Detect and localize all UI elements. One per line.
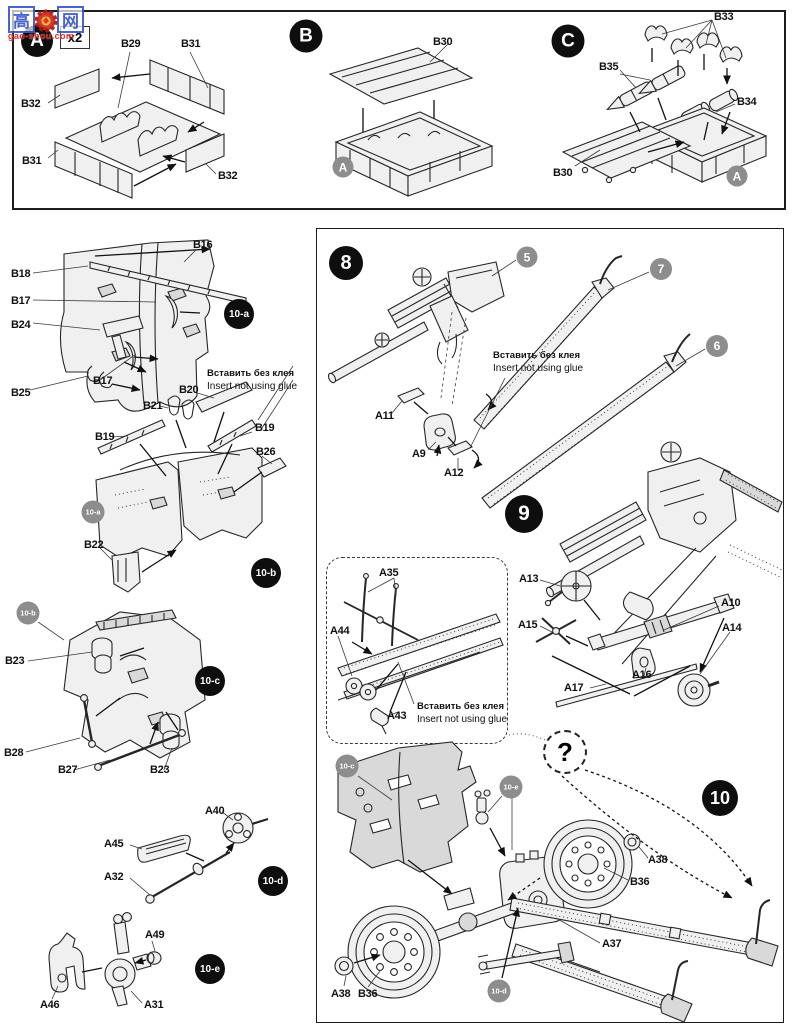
art-sub-10c (25, 609, 206, 771)
part-label-B23: B23 (5, 655, 25, 667)
part-label-B30: B30 (553, 167, 573, 179)
part-label-B31: B31 (181, 38, 201, 50)
part-label-B27: B27 (58, 764, 78, 776)
step-badge-10-c: 10-c (195, 666, 225, 696)
step-badge-B: B (289, 19, 323, 53)
glue-note-en: Insert not using glue (207, 381, 298, 393)
art-sub-10d (129, 811, 269, 904)
part-label-B35: B35 (599, 61, 619, 73)
part-label-A10: A10 (721, 597, 741, 609)
art-step-8 (327, 255, 706, 509)
art-step-a (47, 51, 225, 199)
assembly-ref-badge-10-c: 10-c (335, 754, 359, 778)
part-label-B20: B20 (179, 384, 199, 396)
glue-note-ru: Вставить без клея (207, 368, 295, 379)
art-inset-detail (337, 573, 504, 735)
part-label-A17: A17 (564, 682, 584, 694)
assembly-ref-badge-10-a: 10-a (81, 500, 105, 524)
art-step-10 (334, 733, 779, 1023)
step-badge-C: C (551, 24, 585, 58)
part-label-B16: B16 (193, 239, 213, 251)
part-label-A15: A15 (518, 619, 538, 631)
part-label-B18: B18 (11, 268, 31, 280)
step-badge-10-b: 10-b (251, 558, 281, 588)
part-label-A14: A14 (722, 622, 742, 634)
part-label-B34: B34 (737, 96, 757, 108)
part-label-A37: A37 (602, 938, 622, 950)
part-label-B31: B31 (22, 155, 42, 167)
art-step-c (561, 19, 768, 184)
part-label-B17: B17 (11, 295, 31, 307)
part-label-B30: B30 (433, 36, 453, 48)
part-label-A31: A31 (144, 999, 164, 1011)
part-label-B21: B21 (143, 400, 163, 412)
part-label-B25: B25 (11, 387, 31, 399)
part-label-A12: A12 (444, 467, 464, 479)
glue-note-en: Insert not using glue (417, 714, 508, 726)
detail-inset-box (326, 557, 508, 744)
part-label-B17: B17 (93, 375, 113, 387)
assembly-ref-badge-A: A (332, 156, 354, 178)
part-label-A9: A9 (412, 448, 426, 460)
watermark-char-left: 高 (8, 6, 35, 33)
step-badge-10-d: 10-d (258, 866, 288, 896)
part-label-B32: B32 (218, 170, 238, 182)
part-label-A40: A40 (205, 805, 225, 817)
part-label-A49: A49 (145, 929, 165, 941)
glue-note-en: Insert not using glue (493, 363, 584, 375)
part-label-A13: A13 (519, 573, 539, 585)
art-step-b (328, 43, 494, 197)
watermark-char-right: 网 (57, 6, 84, 33)
part-label-A46: A46 (40, 999, 60, 1011)
part-label-A45: A45 (104, 838, 124, 850)
part-label-B23: B23 (150, 764, 170, 776)
step-badge-10-a: 10-a (224, 299, 254, 329)
art-sub-10b (95, 365, 294, 593)
part-label-B36: B36 (358, 988, 378, 1000)
part-label-B29: B29 (121, 38, 141, 50)
glue-note-ru: Вставить без клея (417, 701, 505, 712)
assembly-ref-badge-10-b: 10-b (16, 601, 40, 625)
part-label-B32: B32 (21, 98, 41, 110)
part-label-A38: A38 (648, 854, 668, 866)
part-label-B19: B19 (95, 431, 115, 443)
step-badge-10-e: 10-e (195, 954, 225, 984)
glue-note-ru: Вставить без клея (493, 350, 581, 361)
assembly-ref-badge-10-d: 10-d (487, 979, 511, 1003)
step-badge-9: 9 (505, 495, 543, 533)
part-label-B33: B33 (714, 11, 734, 23)
assembly-ref-badge-10-e: 10-e (499, 775, 523, 799)
part-label-B22: B22 (84, 539, 104, 551)
part-label-A16: A16 (632, 669, 652, 681)
assembly-ref-badge-5: 5 (516, 246, 538, 268)
question-mark: ? (543, 730, 587, 774)
art-step-9 (535, 441, 783, 708)
part-label-B36: B36 (630, 876, 650, 888)
part-label-A32: A32 (104, 871, 124, 883)
assembly-ref-badge-A: A (726, 165, 748, 187)
part-label-B24: B24 (11, 319, 31, 331)
gear-logo-icon (33, 8, 59, 34)
part-label-A38: A38 (331, 988, 351, 1000)
watermark-domain: gao-shou.com (8, 31, 75, 41)
step-badge-8: 8 (329, 246, 363, 280)
part-label-B19: B19 (255, 422, 275, 434)
watermark: 高 网 gao-shou.com (8, 6, 84, 41)
part-label-B28: B28 (4, 747, 24, 759)
step-badge-10: 10 (702, 780, 738, 816)
part-label-A11: A11 (375, 410, 394, 422)
art-sub-10e (48, 912, 162, 1007)
assembly-ref-badge-6: 6 (706, 335, 728, 357)
part-label-A35: A35 (379, 567, 399, 579)
assembly-ref-badge-7: 7 (650, 258, 672, 280)
part-label-A44: A44 (330, 625, 350, 637)
part-label-A43: A43 (387, 710, 407, 722)
part-label-B26: B26 (256, 446, 276, 458)
art-sub-10a (29, 239, 247, 412)
